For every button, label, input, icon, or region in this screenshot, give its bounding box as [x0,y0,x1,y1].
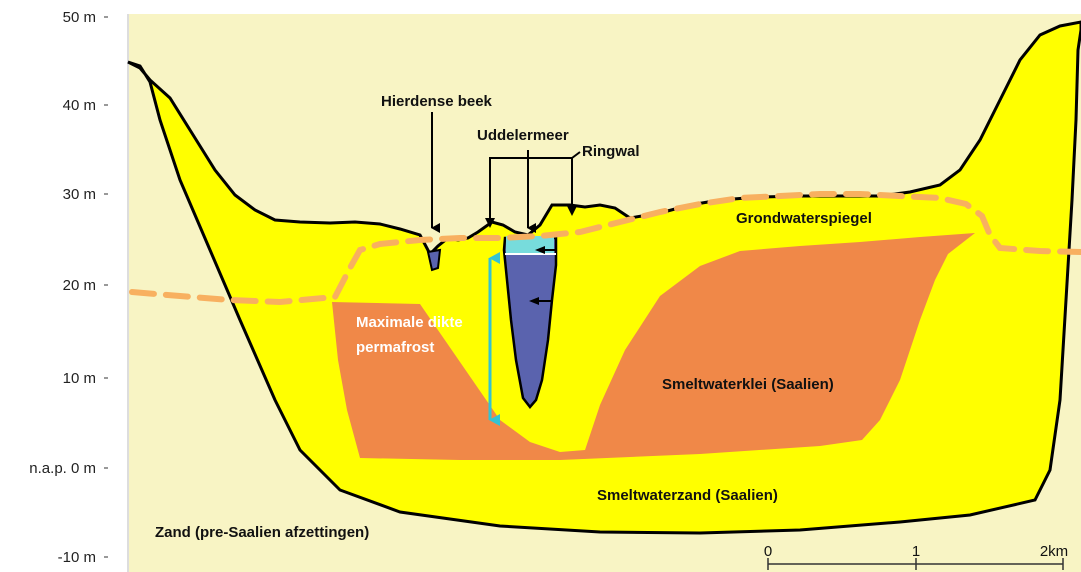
y-tick-label: -10 m [58,549,96,566]
y-tick-label: 40 m [63,97,96,114]
y-tick-label: 50 m [63,9,96,26]
label-permafrost-line2: permafrost [356,339,434,356]
scale-label: 0 [764,543,772,560]
y-tick-label: 30 m [63,186,96,203]
label-ringwal: Ringwal [582,143,640,160]
label-hierdense-beek: Hierdense beek [381,93,493,110]
label-grondwaterspiegel: Grondwaterspiegel [736,210,872,227]
scale-label: 2km [1040,543,1068,560]
label-uddelermeer: Uddelermeer [477,127,569,144]
y-tick-label: 20 m [63,277,96,294]
label-smeltwaterklei: Smeltwaterklei (Saalien) [662,376,834,393]
scale-label: 1 [912,543,920,560]
y-tick-label: n.a.p. 0 m [29,460,96,477]
label-permafrost-line1: Maximale dikte [356,314,463,331]
label-zand: Zand (pre-Saalien afzettingen) [155,524,369,541]
label-smeltwaterzand: Smeltwaterzand (Saalien) [597,487,778,504]
y-tick-label: 10 m [63,370,96,387]
